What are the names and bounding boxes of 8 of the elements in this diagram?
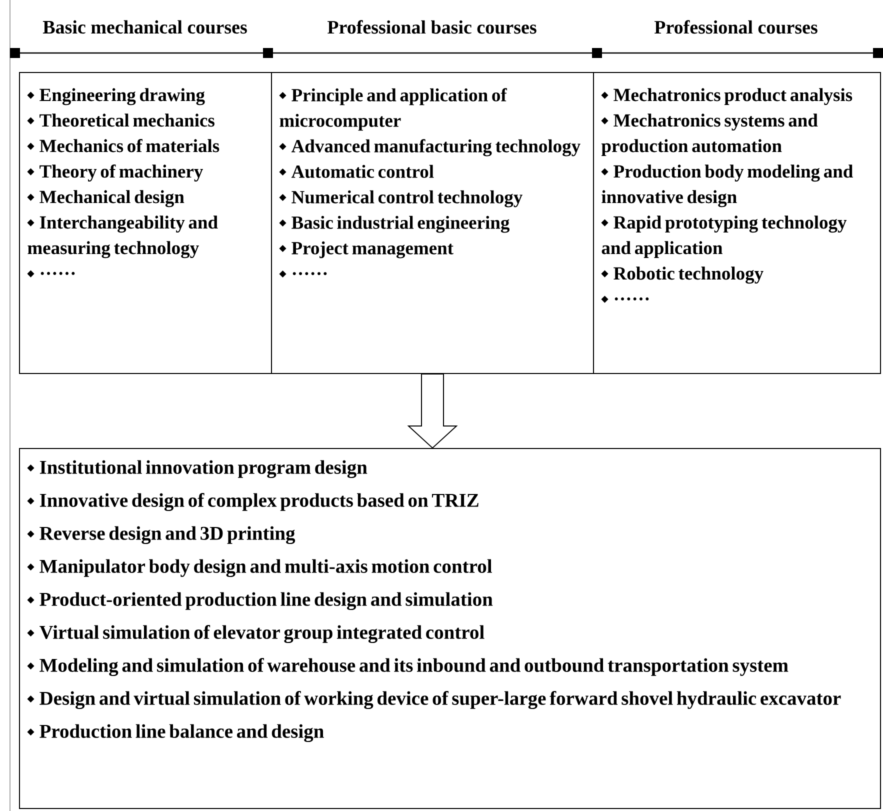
block-arrow [407,374,458,449]
project-box: Institutional innovation program design Innovative design of complex products based on TRIZ Reverse design and 3D printing Manipulator body design and multi-axis motion control Product-oriented production line design and simulation Virtual simulation of elevator group integrated control Modeling and simulation of warehouse and its inbound and outbound transportation system Design and virtual simulation of working device of super-large forward shovel hydraulic excavator Production line balance and design [19,448,882,809]
node-label: Basic mechanical courses [42,20,247,34]
course-box: Basic mechanical courses Engineering drawing Theoretical mechanics Mechanics of materials Theory of machinery Mechanical design Interchangeability and measuring technology ······ [19,20,272,374]
course-box: Professional basic courses Principle and application of microcomputer Advanced manufacturing technology Automatic control Numerical control technology Basic industrial engineering Project management ······ [271,20,594,374]
node-label: Professional courses [654,20,818,34]
course-box: Professional courses Mechatronics product analysis Mechatronics systems and production automation Production body modeling and innovative design Rapid prototyping technology and application Robotic technology ······ [593,20,882,374]
node-label: Professional basic courses [327,20,536,34]
